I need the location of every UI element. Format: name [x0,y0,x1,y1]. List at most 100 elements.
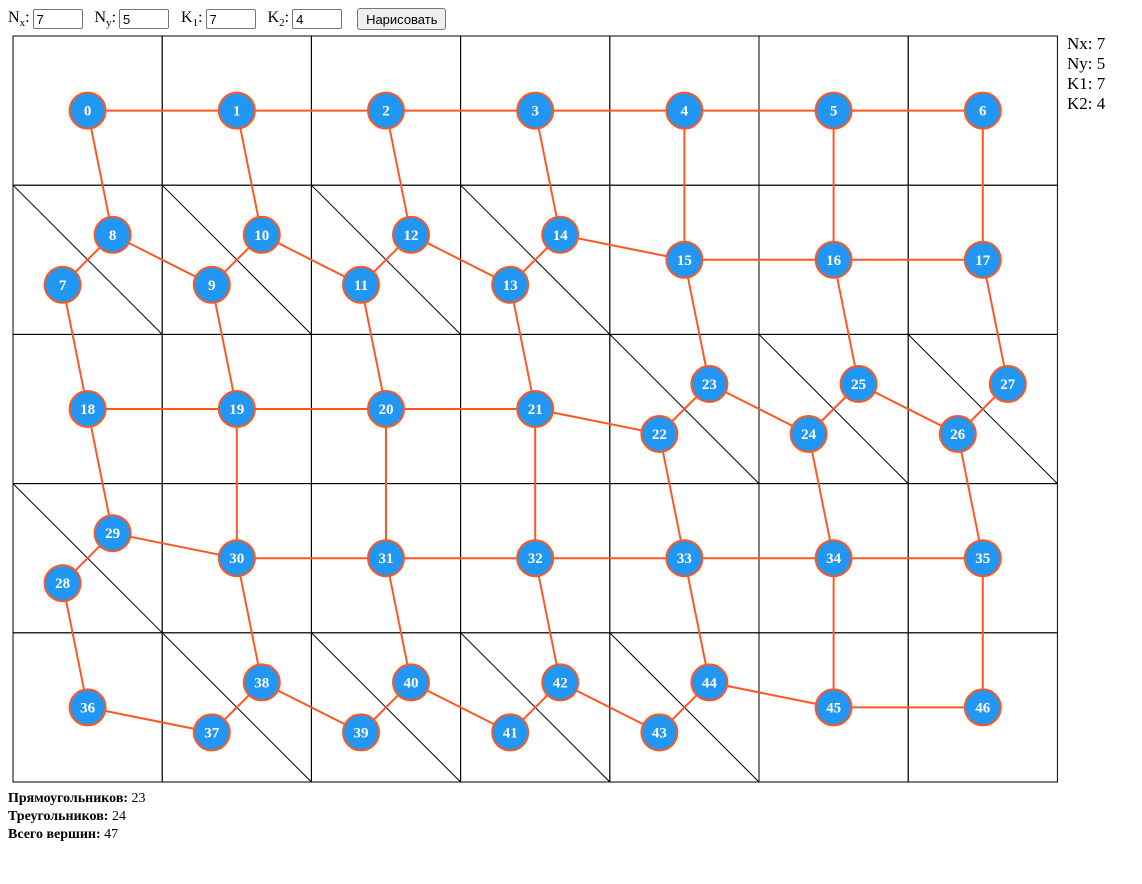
node-circle [640,415,679,453]
node-circle [242,663,281,702]
node-label: 12 [404,228,419,244]
graph-edge [86,408,114,534]
graph-node: 33 [665,539,704,578]
node-circle [665,539,704,578]
node-circle [242,215,281,254]
node-label: 6 [979,104,987,120]
node-label: 18 [80,402,95,418]
graph-edge [534,558,562,683]
stat-vertices: Всего вершин: 47 [8,826,146,844]
stat-triangles-label: Треугольников: [8,809,109,824]
graph-node: 21 [516,390,555,428]
graph-node: 46 [963,688,1002,727]
node-label: 30 [229,551,244,567]
node-label: 0 [84,104,92,120]
nx-label: Nx: [8,8,30,30]
node-circle [665,240,704,279]
node-circle [68,91,107,130]
graph-edge [112,532,237,560]
graph-node: 36 [68,688,107,727]
ny-input[interactable] [119,9,170,29]
node-label: 22 [652,427,667,443]
graph-node: 11 [342,265,380,304]
graph-edge [61,284,89,410]
stats-panel: Прямоугольников: 23 Треугольников: 24 Вс… [8,790,146,844]
graph-node: 28 [43,564,82,603]
graph-edge [360,284,387,410]
graph-node: 26 [938,415,977,453]
node-label: 31 [379,551,394,567]
graph-edge [534,110,562,235]
node-label: 34 [826,551,842,567]
graph-node: 30 [217,539,256,578]
node-label: 19 [229,402,244,418]
node-circle [690,365,729,403]
ny-label: Ny: [94,8,117,30]
node-circle [516,539,555,578]
stat-vertices-label: Всего вершин: [8,827,101,842]
graph-edge [87,706,212,734]
graph-node: 17 [963,240,1002,279]
graph-edge [683,558,711,683]
node-circle [392,215,430,254]
graph-edge [832,259,860,385]
graph-node: 41 [491,713,530,752]
graph-node: 9 [192,265,231,304]
graph-edge [235,558,263,683]
node-label: 23 [702,377,717,393]
node-circle [963,91,1002,130]
node-label: 43 [652,725,667,741]
graph-node: 22 [640,415,679,453]
node-circle [217,91,256,130]
draw-button[interactable]: Нарисовать [357,8,447,30]
graph-edge [509,284,537,410]
graph-node: 27 [988,365,1027,403]
graph-node: 37 [192,713,231,752]
node-label: 24 [801,427,817,443]
graph-node: 35 [963,539,1002,578]
node-label: 14 [553,228,569,244]
graph-edge [385,558,412,683]
info-k2: K2: 4 [1067,94,1106,113]
node-circle [43,564,82,603]
node-label: 3 [531,104,539,120]
node-circle [541,663,580,702]
node-circle [68,390,107,428]
node-circle [392,663,430,702]
graph-node: 29 [93,514,132,553]
graph-node: 0 [68,91,107,130]
node-circle [93,215,132,254]
node-circle [938,415,977,453]
graph-node: 10 [242,215,281,254]
k1-input[interactable] [205,9,256,29]
node-label: 27 [1000,377,1016,393]
graph-node: 8 [93,215,132,254]
node-circle [789,415,828,453]
node-label: 33 [677,551,692,567]
node-circle [814,240,853,279]
graph-node: 6 [963,91,1002,130]
graph-edge [683,259,711,385]
graph-node: 25 [839,365,878,403]
graph-node: 7 [43,265,82,304]
node-label: 39 [354,725,369,741]
node-label: 42 [553,675,568,691]
node-circle [342,713,380,752]
info-nx: Nx: 7 [1067,34,1106,53]
k2-label: K2: [267,8,290,30]
node-label: 38 [254,675,269,691]
nx-input[interactable] [32,9,83,29]
graph-node: 16 [814,240,853,279]
k2-input[interactable] [292,9,343,29]
graph-node: 40 [392,663,430,702]
node-circle [640,713,679,752]
stat-vertices-value: 47 [104,827,119,842]
node-circle [814,91,853,130]
graph-edge [210,284,238,410]
node-label: 20 [379,402,394,418]
node-label: 35 [975,551,990,567]
node-label: 4 [681,104,689,120]
node-label: 15 [677,253,692,269]
graph-edge [86,110,114,235]
node-circle [367,539,405,578]
